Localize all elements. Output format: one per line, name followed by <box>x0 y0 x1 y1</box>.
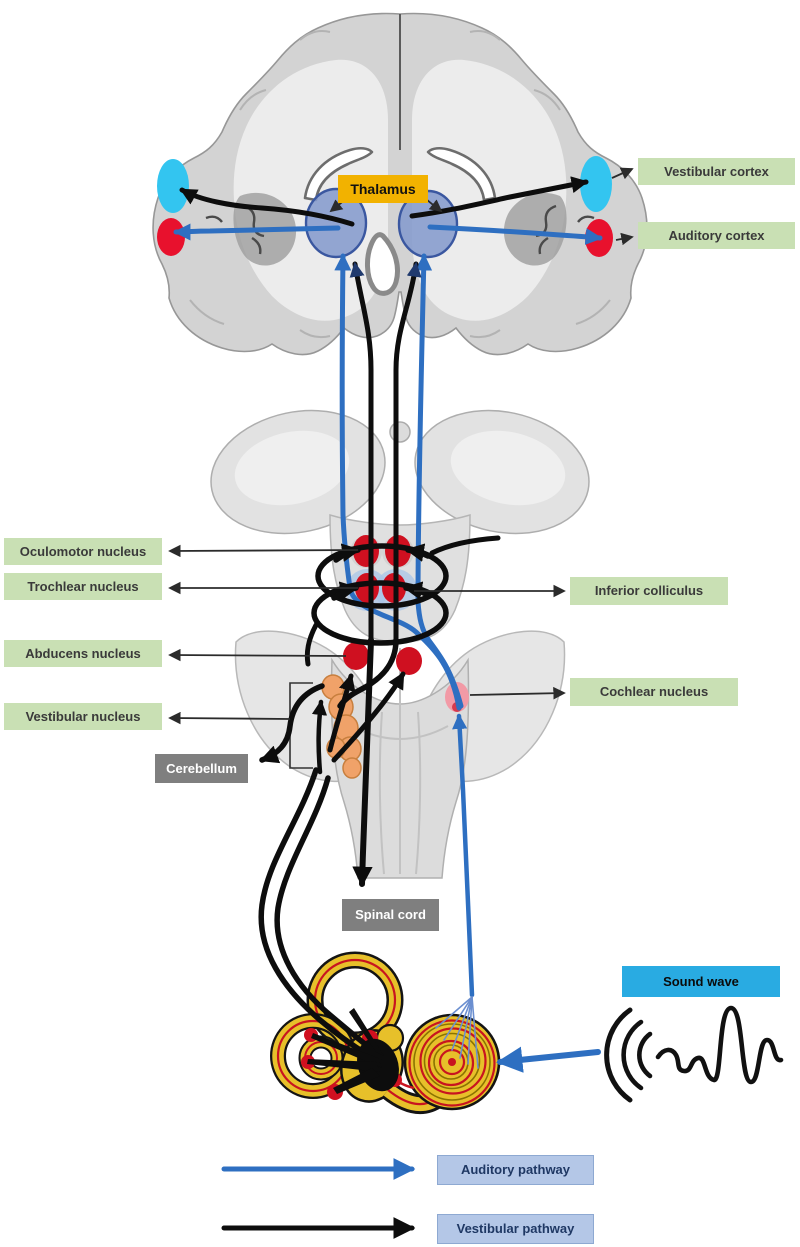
auditory-line-to-right-cortex <box>427 224 603 246</box>
auditory-line-to-left-cortex <box>173 223 341 241</box>
label-trochlear-nucleus: Trochlear nucleus <box>4 573 162 600</box>
lateral-ventricles <box>303 146 497 202</box>
connector-abducens <box>168 648 347 662</box>
cerebellum-arrow <box>259 683 325 764</box>
label-connectors <box>168 167 634 725</box>
legend-arrows <box>221 1157 416 1240</box>
abducens-nucleus-right <box>396 647 422 675</box>
vestibular-ascending-left <box>349 261 374 643</box>
label-vestibular-cortex: Vestibular cortex <box>638 158 795 185</box>
third-ventricle <box>365 232 400 296</box>
sound-to-cochlea-arrow <box>496 1046 601 1073</box>
label-cerebellum: Cerebellum <box>155 754 248 783</box>
legend-auditory-pathway: Auditory pathway <box>437 1155 594 1185</box>
connector-cochlear-nucleus <box>469 686 566 700</box>
connector-oculomotor <box>168 544 359 558</box>
vestibular-ascending-right <box>393 261 422 643</box>
vestibular-line-to-left-cortex <box>179 187 355 227</box>
vestibular-pathway-lines <box>179 176 589 1058</box>
connector-vestibular-nucleus <box>168 711 291 725</box>
label-inferior-colliculus: Inferior colliculus <box>570 577 728 605</box>
vestibular-cortex-region-right <box>580 156 612 212</box>
connector-auditory-cortex <box>615 232 634 246</box>
vestibular-ganglion <box>307 1008 399 1094</box>
label-auditory-cortex: Auditory cortex <box>638 222 795 249</box>
auditory-pathway-lines <box>173 223 603 1073</box>
legend-vestibular-pathway: Vestibular pathway <box>437 1214 594 1244</box>
auditory-cortex-region-left <box>157 218 185 256</box>
label-spinal-cord: Spinal cord <box>342 899 439 931</box>
label-abducens-nucleus: Abducens nucleus <box>4 640 162 667</box>
connector-vestibular-cortex <box>611 167 634 180</box>
abducens-nucleus-left <box>343 642 369 670</box>
label-sound-wave: Sound wave <box>622 966 780 997</box>
sound-wave-icon <box>604 1005 784 1103</box>
vestibulospinal-line <box>352 637 374 888</box>
label-thalamus: Thalamus <box>338 175 428 203</box>
label-oculomotor-nucleus: Oculomotor nucleus <box>4 538 162 565</box>
brainstem <box>210 409 590 879</box>
cochlear-nerve-fan <box>435 996 479 1069</box>
cochlear-nerve-line <box>452 713 475 998</box>
label-cochlear-nucleus: Cochlear nucleus <box>570 678 738 706</box>
auditory-ascending-left <box>334 253 462 711</box>
gyri-texture <box>189 30 611 339</box>
label-vestibular-nucleus: Vestibular nucleus <box>4 703 162 730</box>
vestibular-cortex-region-left <box>157 159 189 213</box>
